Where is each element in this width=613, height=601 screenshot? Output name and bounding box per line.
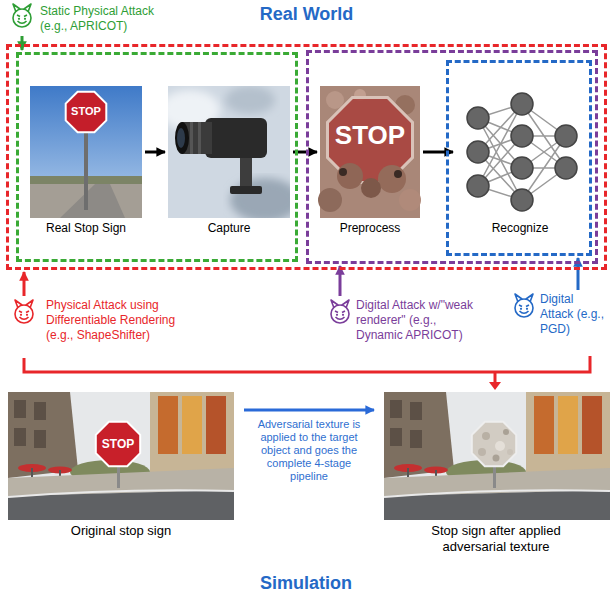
label-wrap: Simulation: [206, 573, 406, 595]
edge-label-wrap: Adversarial texture is applied to the ta…: [253, 418, 365, 483]
stage-panel: Recognize: [456, 86, 584, 236]
attack-label: Physical Attack using Differentiable Ren…: [10, 298, 188, 343]
camera-background: [168, 86, 290, 218]
original-scene-part: [8, 392, 234, 520]
attack-icons-part: [515, 294, 533, 317]
attack-label: Digital Attack (e.g., PGD): [510, 292, 607, 337]
neural-network: [467, 93, 577, 211]
scene-panel: Original stop sign: [8, 392, 234, 539]
connector-arrow: [339, 266, 342, 296]
camera-photo-part: [177, 128, 185, 148]
preprocessed-photo-part: [337, 163, 363, 189]
real-stop-sign-photo: [30, 86, 142, 218]
attack-label: Static Physical Attack (e.g., APRICOT): [8, 4, 180, 34]
attack-label: Digital Attack w/"weak renderer" (e.g., …: [326, 298, 476, 343]
attack-icons-part: [331, 300, 349, 323]
neural-network-part-part: [555, 157, 577, 179]
simulation-bracket-part: [489, 382, 501, 390]
preprocessed-photo-part: [361, 178, 381, 198]
real-stop-sign-photo-part: [84, 120, 88, 210]
neural-network-part-part: [511, 93, 533, 115]
neural-network-part-part: [511, 157, 533, 179]
neural-network-part-part: [511, 189, 533, 211]
adversarial-scene: [384, 392, 610, 520]
adversarial-scene-part: [507, 449, 513, 455]
connector-arrow: [145, 151, 165, 154]
preprocessed-photo-part: [326, 91, 344, 109]
attack-text: Digital Attack (e.g., PGD): [540, 292, 607, 337]
attack-text: Physical Attack using Differentiable Ren…: [46, 298, 188, 343]
stage-caption: Preprocess: [340, 221, 401, 236]
neural-network-part-part: [467, 107, 489, 129]
camera-photo-part: [175, 122, 189, 154]
neural-network-part-part: [467, 175, 489, 197]
sign-text: STOP: [328, 120, 412, 151]
label-wrap: STOP: [64, 105, 108, 118]
scene-caption: Stop sign after applied adversarial text…: [416, 523, 576, 555]
connector-arrow: [23, 272, 26, 296]
camera-photo-part: [190, 122, 193, 154]
attack-text: Static Physical Attack (e.g., APRICOT): [40, 4, 180, 34]
pipeline-region: Real Stop Sign Capture Preprocess Recognize: [6, 44, 607, 270]
stage-caption: Capture: [208, 221, 251, 236]
connector-group: [22, 36, 578, 410]
camera-photo-part: [198, 122, 201, 154]
neural-network-part-part: [467, 141, 489, 163]
adversarial-scene-part: [482, 432, 490, 440]
pipeline-region: Preprocess Recognize: [306, 50, 598, 264]
preprocessed-photo-part: [399, 189, 421, 211]
attack-icons-part: [13, 4, 31, 27]
neural-network-part-part: [555, 125, 577, 147]
original-scene-part: [96, 422, 140, 466]
adversarial-scene-part: [493, 455, 500, 462]
simulation-bracket: [24, 356, 590, 390]
stage-caption: Real Stop Sign: [46, 221, 126, 236]
real-stop-sign-photo-part: [60, 184, 125, 218]
neural-network-part: [467, 93, 577, 211]
camera-background-part: [225, 86, 275, 114]
adversarial-scene-part: [495, 441, 505, 451]
adversarial-scene-part: [472, 422, 516, 466]
stage-panel: Capture: [168, 86, 290, 236]
preprocessed-photo-part: [394, 170, 402, 178]
preprocessed-photo: [318, 86, 421, 218]
camera-photo-part: [240, 158, 252, 188]
sign-text: STOP: [96, 437, 140, 451]
label-wrap: STOP: [328, 120, 412, 151]
pipeline-region: Real Stop Sign Capture: [16, 52, 298, 262]
camera-background-part: [230, 178, 290, 218]
pipeline-region: Recognize: [446, 60, 592, 256]
adversarial-scene-part: [384, 392, 610, 520]
camera-photo: [160, 86, 300, 222]
preprocessed-photo-part: [378, 165, 406, 193]
original-scene: [8, 392, 234, 520]
camera-photo-part: [230, 186, 262, 194]
real-stop-sign-photo-part: [30, 86, 142, 218]
connector-arrow: [21, 36, 24, 50]
adversarial-scene-part: [478, 448, 486, 456]
scene-panel: Stop sign after applied adversarial text…: [384, 392, 608, 555]
attack-text: Digital Attack w/"weak renderer" (e.g., …: [356, 298, 476, 343]
adversarial-scene-part: [503, 429, 509, 435]
camera-photo-part: [205, 118, 267, 158]
stage-caption: Recognize: [492, 221, 549, 236]
stage-panel: Preprocess: [320, 86, 420, 236]
neural-network-part-part: [511, 125, 533, 147]
label-wrap: STOP: [96, 437, 140, 451]
attack-icons-part: [15, 300, 33, 323]
section-title: Simulation: [206, 573, 406, 595]
preprocessed-photo-part: [318, 188, 342, 212]
connector-arrow: [244, 409, 374, 412]
simulation-bracket-part: [24, 356, 590, 372]
simulation-bracket-part: [494, 372, 497, 383]
scene-caption: Original stop sign: [71, 523, 171, 539]
sign-text: STOP: [64, 105, 108, 118]
edge-label: Adversarial texture is applied to the ta…: [253, 418, 365, 483]
preprocessed-photo-part: [339, 168, 347, 176]
